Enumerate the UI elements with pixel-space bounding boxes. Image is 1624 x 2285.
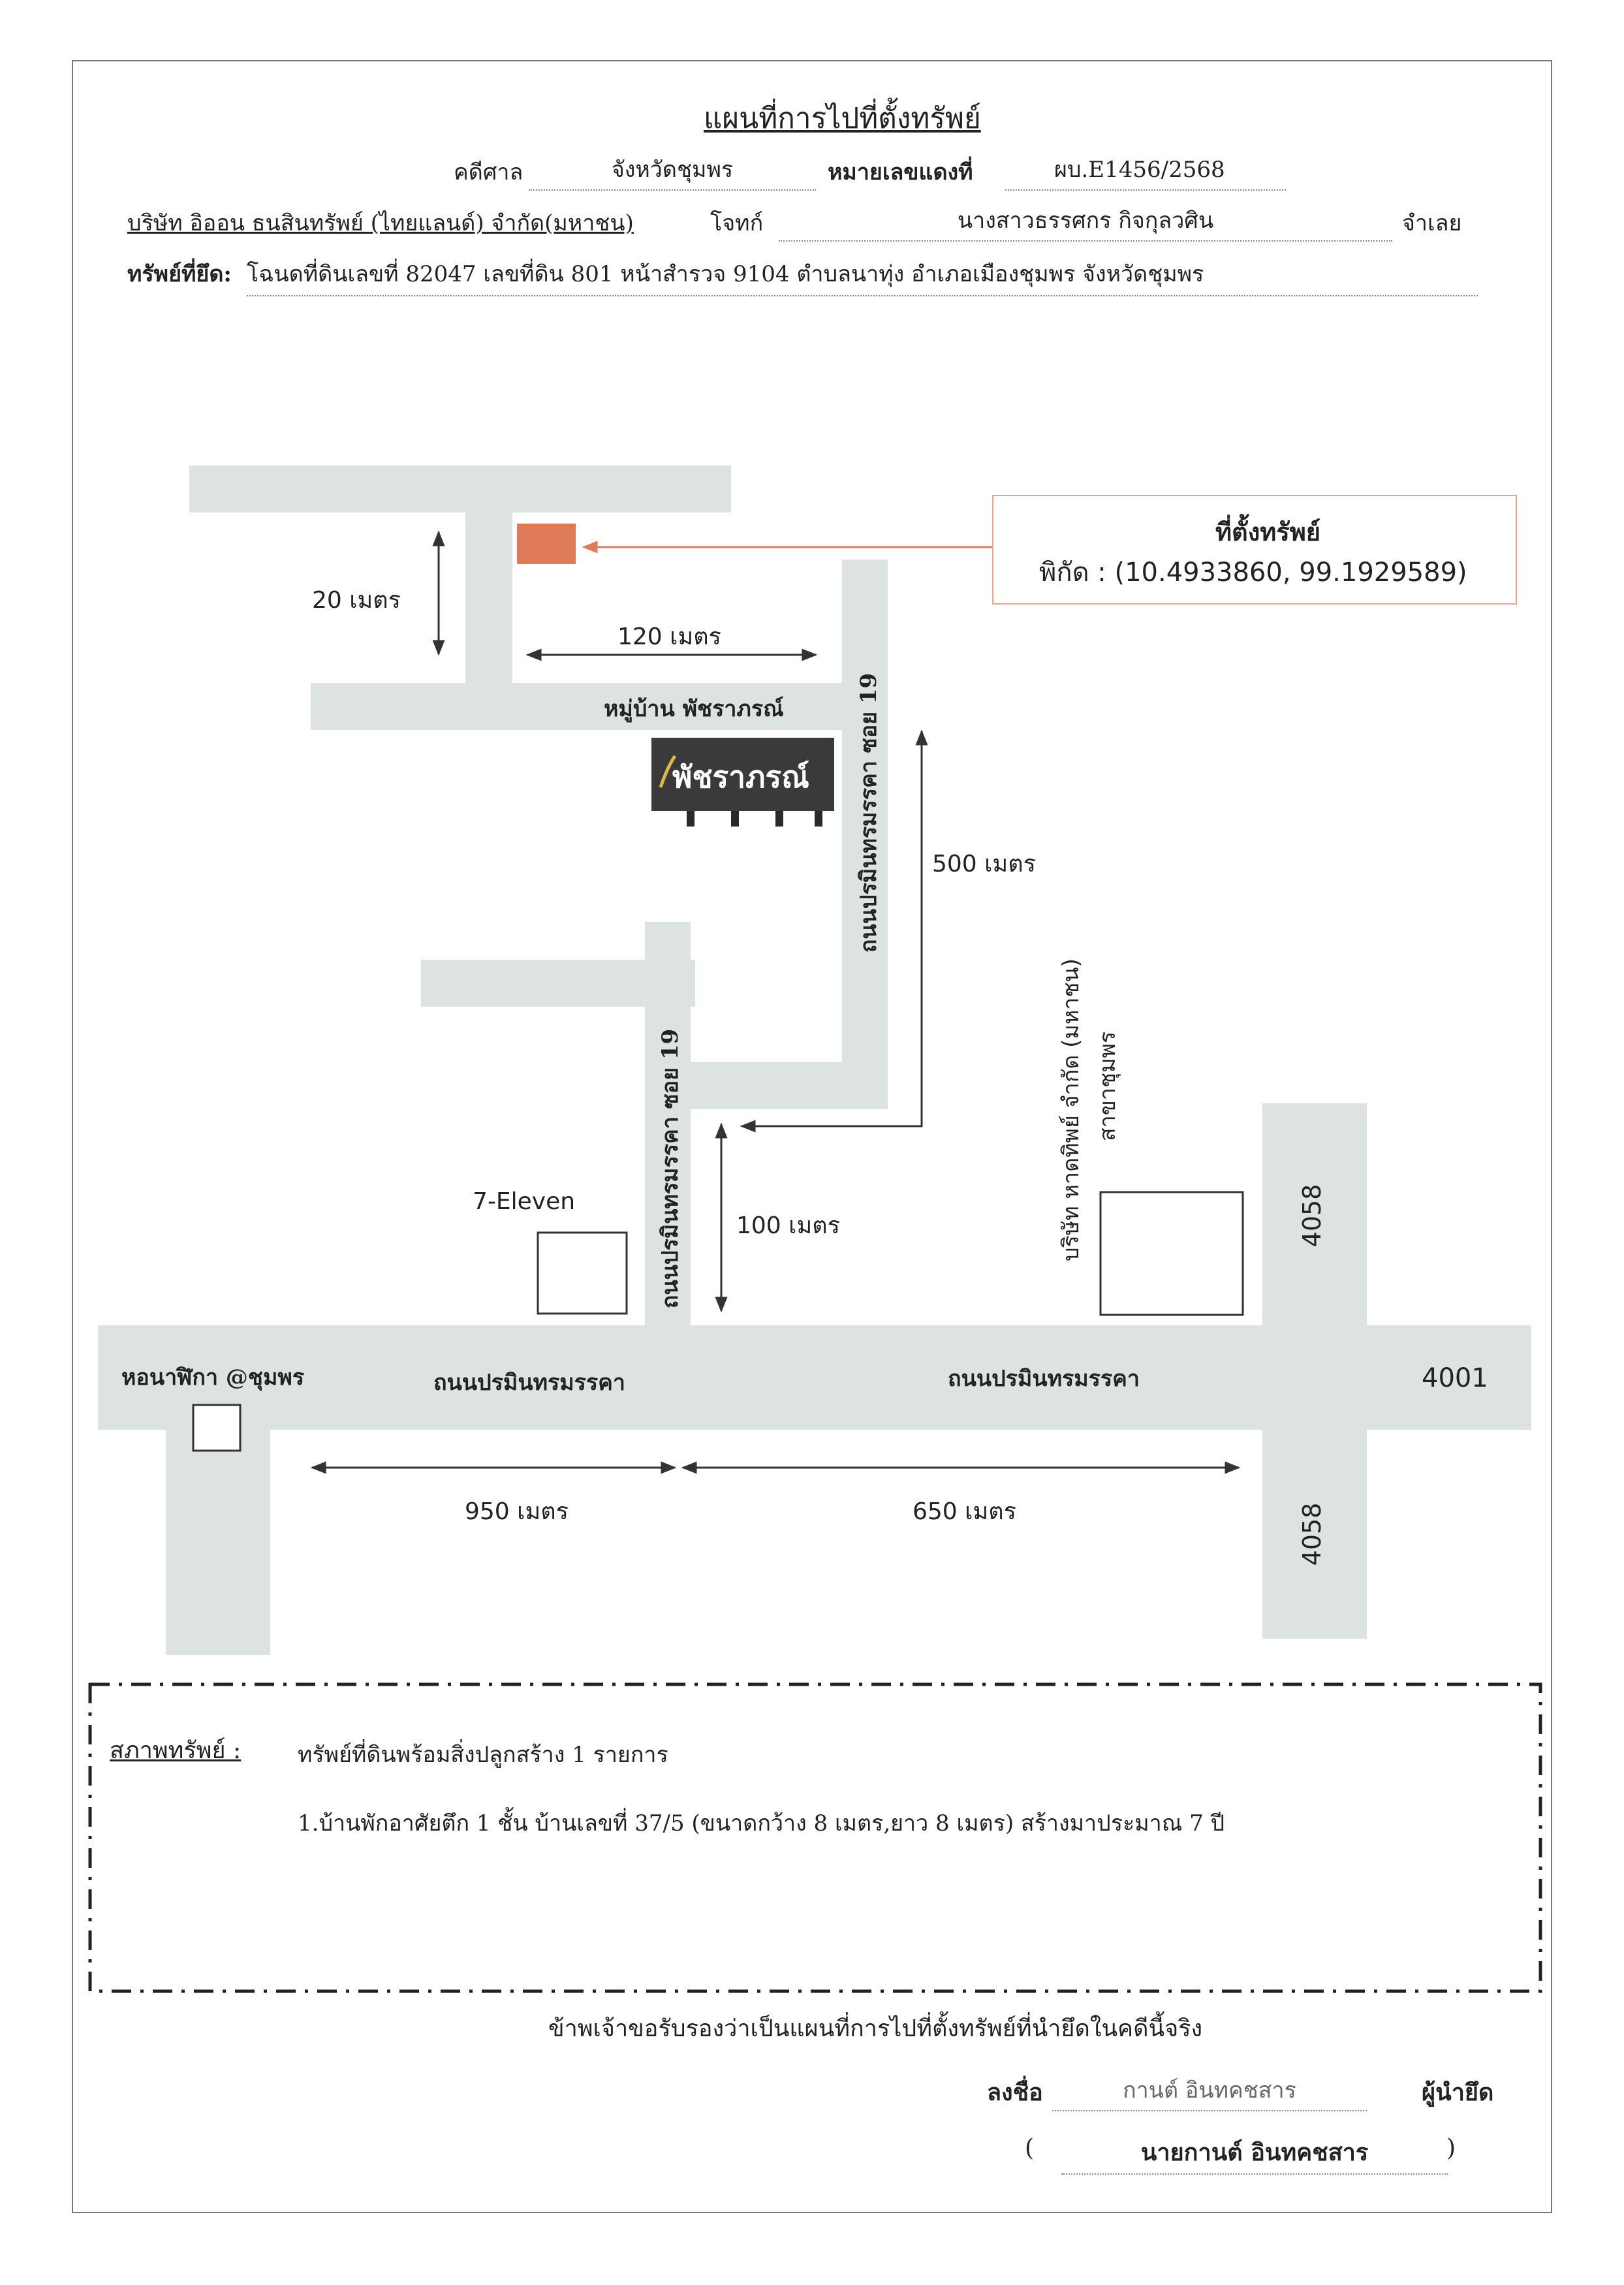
certification-statement: ข้าพเจ้าขอรับรองว่าเป็นแผนที่การไปที่ตั้… <box>548 2015 1203 2042</box>
case-value: จังหวัดชุมพร <box>529 151 816 191</box>
village-road-label: หมู่บ้าน พัชราภรณ์ <box>604 696 784 722</box>
open-paren: ( <box>1025 2135 1035 2162</box>
sign-label: ลงชื่อ <box>987 2079 1043 2106</box>
defendant-name: นางสาวธรรศกร กิจกุลวศิน <box>779 202 1392 242</box>
plaintiff-name: บริษัท อิออน ธนสินทรัพย์ (ไทยแลนด์) จำกั… <box>127 210 634 236</box>
road-short-link <box>465 465 512 691</box>
property-location-label <box>992 495 1517 605</box>
village-sign-post <box>687 811 695 827</box>
company-branch-label: สาขาชุมพร <box>1095 1031 1121 1142</box>
company-building <box>1099 1191 1244 1316</box>
road-main <box>98 1325 1531 1430</box>
distance-20m: 20 เมตร <box>312 587 401 614</box>
defendant-role: จำเลย <box>1402 210 1462 236</box>
page-title: แผนที่การไปที่ตั้งทรัพย์ <box>704 102 981 135</box>
clock-tower-label: หอนาฬิกา @ชุมพร <box>121 1364 305 1391</box>
condition-box-border <box>88 1682 1542 1993</box>
village-sign-text: พัชราภรณ์ <box>672 759 809 795</box>
seven-eleven-label: 7-Eleven <box>473 1188 576 1215</box>
route-4058-south-label: 4058 <box>1298 1502 1326 1566</box>
signature: กานต์ อินทคชสาร <box>1052 2072 1367 2111</box>
condition-label: สภาพทรัพย์ : <box>110 1737 242 1764</box>
main-road-right-label: ถนนปรมินทรมรรคา <box>948 1366 1140 1392</box>
distance-650m: 650 เมตร <box>913 1498 1016 1525</box>
red-number-label: หมายเลขแดงที่ <box>828 159 973 185</box>
red-number-value: ผบ.E1456/2568 <box>1005 151 1286 191</box>
company-name-label: บริษัท หาดทิพย์ จำกัด (มหาชน) <box>1058 958 1084 1261</box>
village-sign-ornament <box>659 755 677 788</box>
road-top-street <box>189 465 731 512</box>
main-road-left-label: ถนนปรมินทรมรรคา <box>433 1370 626 1396</box>
soi19-lower-label: ถนนปรมินทรมรรคา ซอย 19 <box>657 1028 683 1309</box>
road-soi19-lower <box>645 922 691 1327</box>
condition-summary: ทรัพย์ที่ดินพร้อมสิ่งปลูกสร้าง 1 รายการ <box>298 1742 668 1768</box>
route-4001-label: 4001 <box>1422 1363 1488 1393</box>
arrow-500m <box>740 729 928 1133</box>
signer-role: ผู้นำยึด <box>1422 2079 1494 2106</box>
property-marker <box>517 524 576 564</box>
road-4058-south <box>1262 1423 1367 1639</box>
distance-500m: 500 เมตร <box>932 851 1036 877</box>
condition-item-1: 1.บ้านพักอาศัยตึก 1 ชั้น บ้านเลขที่ 37/5… <box>298 1810 1225 1836</box>
printed-name: นายกานต์ อินทคชสาร <box>1061 2134 1448 2175</box>
page-border <box>72 60 1552 2213</box>
village-sign-board <box>651 738 834 811</box>
property-label: ทรัพย์ที่ยึด: <box>127 261 232 287</box>
distance-100m: 100 เมตร <box>736 1212 840 1239</box>
road-4058-north <box>1262 1103 1367 1329</box>
village-sign-post <box>815 811 822 827</box>
property-value: โฉนดที่ดินเลขที่ 82047 เลขที่ดิน 801 หน้… <box>247 256 1478 296</box>
distance-120m: 120 เมตร <box>617 623 721 650</box>
property-coordinates: พิกัด : (10.4933860, 99.1929589) <box>1039 558 1467 588</box>
seven-eleven-building <box>537 1231 628 1315</box>
route-4058-north-label: 4058 <box>1298 1184 1326 1248</box>
distance-950m: 950 เมตร <box>465 1498 569 1525</box>
plaintiff-role: โจทก์ <box>710 210 764 236</box>
village-sign-post <box>731 811 739 827</box>
road-left-south <box>166 1423 270 1655</box>
clock-tower-building <box>192 1404 242 1452</box>
close-paren: ) <box>1446 2135 1456 2162</box>
road-village <box>311 683 886 730</box>
case-label: คดีศาล <box>454 159 523 185</box>
property-location-title: ที่ตั้งทรัพย์ <box>1215 517 1321 546</box>
soi19-upper-label: ถนนปรมินทรมรรคา ซอย 19 <box>856 672 882 953</box>
village-sign-post <box>775 811 783 827</box>
